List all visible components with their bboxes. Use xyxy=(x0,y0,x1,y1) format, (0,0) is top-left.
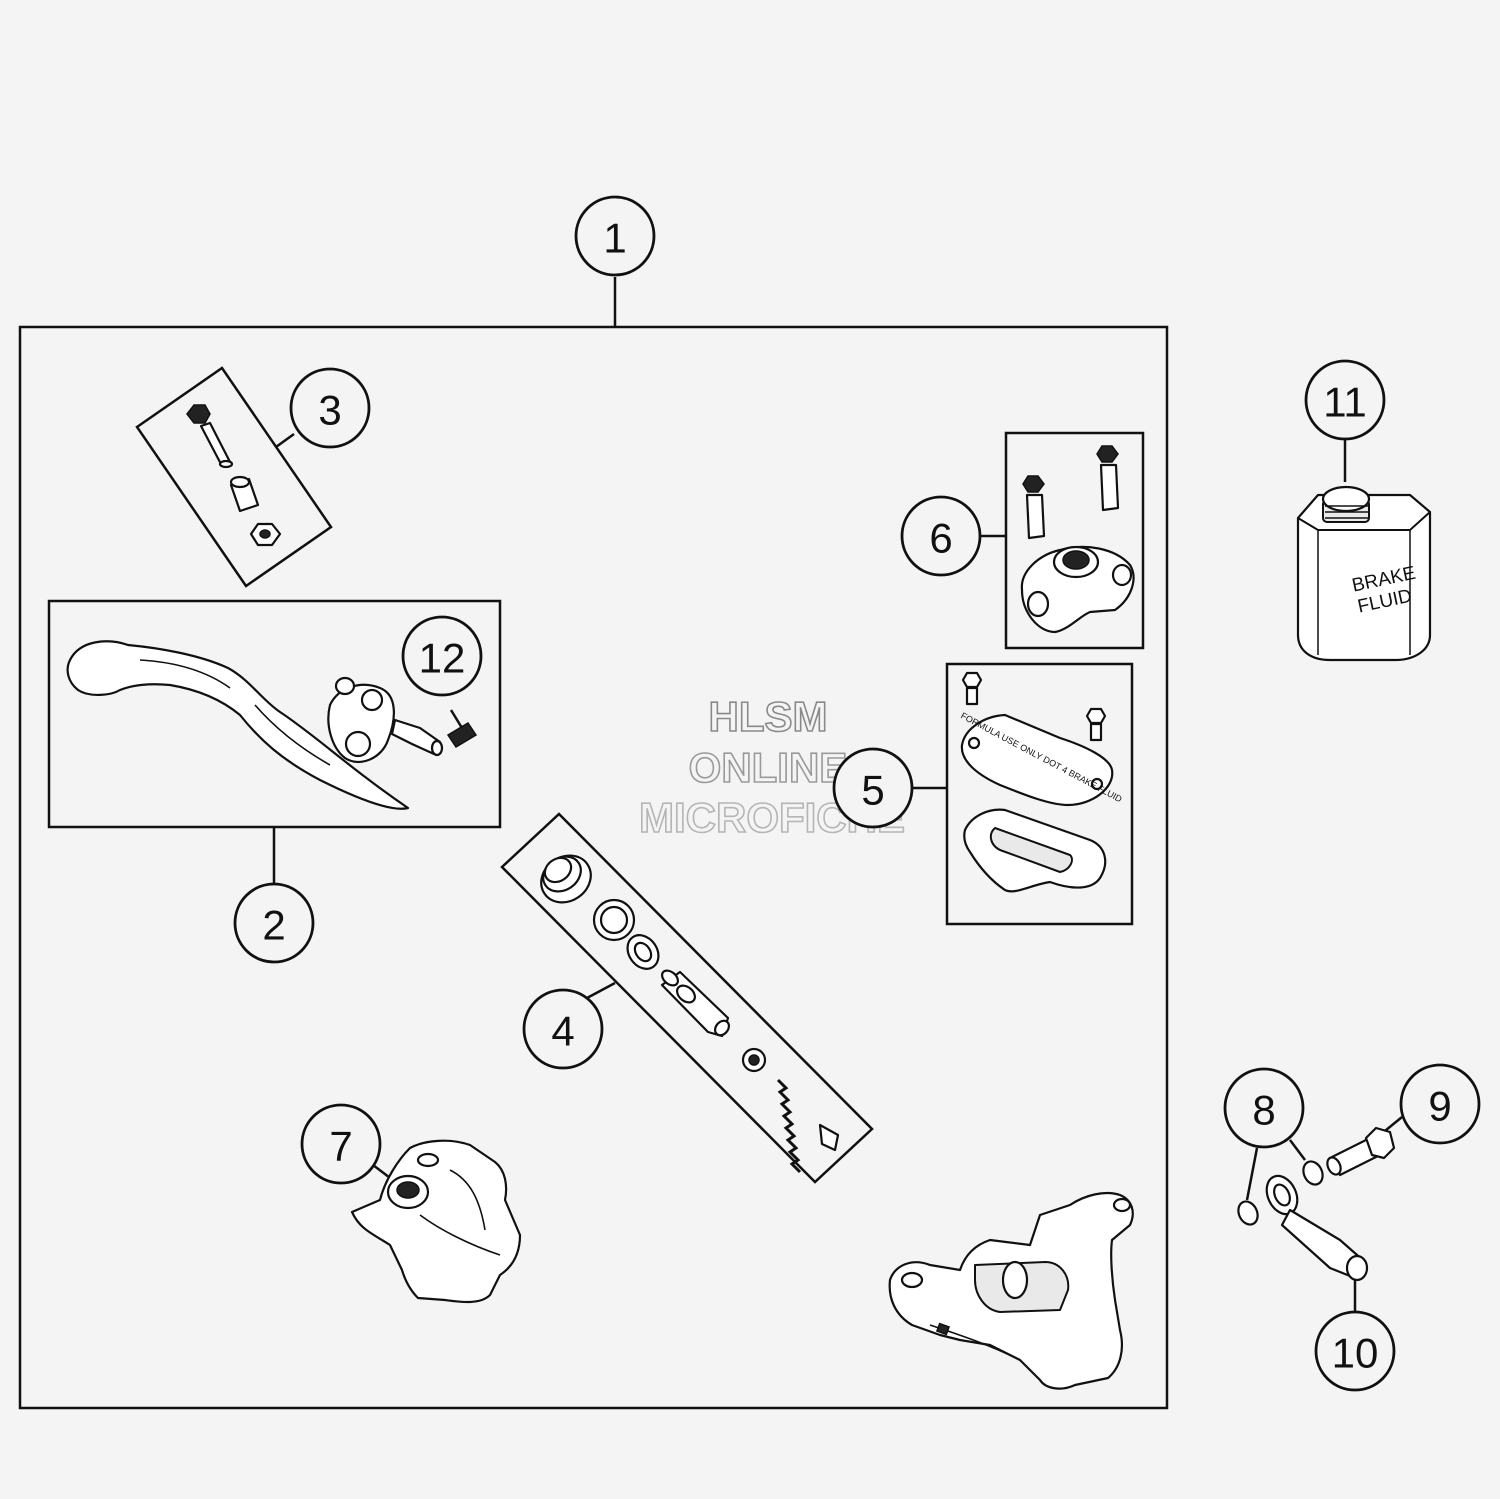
master-cylinder-assembly-frame xyxy=(18,277,1169,1410)
callout-5-label: 5 xyxy=(861,767,884,814)
callout-7-label: 7 xyxy=(329,1123,352,1170)
callout-8[interactable]: 8 xyxy=(1223,1067,1305,1149)
callout-2[interactable]: 2 xyxy=(233,882,315,964)
callout-9[interactable]: 9 xyxy=(1399,1063,1481,1145)
callout-9-label: 9 xyxy=(1428,1083,1451,1130)
reservoir-cap-kit: FORMULA USE ONLY DOT 4 BRAKE FLUID xyxy=(912,662,1134,926)
lever-pivot-bolt-kit xyxy=(135,366,333,588)
brake-lever-kit xyxy=(47,599,502,884)
callout-10-label: 10 xyxy=(1332,1330,1379,1377)
handlebar-clamp-kit xyxy=(980,431,1145,650)
banjo-fitting-set xyxy=(1237,1116,1403,1312)
callout-5[interactable]: 5 xyxy=(832,747,914,829)
callout-1[interactable]: 1 xyxy=(574,195,656,277)
callout-2-label: 2 xyxy=(262,902,285,949)
callout-8-label: 8 xyxy=(1252,1087,1275,1134)
callout-4-label: 4 xyxy=(551,1008,574,1055)
callout-7[interactable]: 7 xyxy=(300,1103,382,1185)
callout-6[interactable]: 6 xyxy=(900,495,982,577)
brake-fluid-can: BRAKE FLUID xyxy=(1296,439,1432,662)
callout-12[interactable]: 12 xyxy=(401,615,483,697)
callout-12-label: 12 xyxy=(419,635,466,682)
master-cylinder-body xyxy=(888,1191,1134,1390)
master-cylinder-housing xyxy=(350,1139,522,1304)
master-cylinder-piston-kit xyxy=(500,812,874,1184)
callout-11[interactable]: 11 xyxy=(1304,359,1386,441)
callout-11-label: 11 xyxy=(1323,379,1367,426)
callout-6-label: 6 xyxy=(929,515,952,562)
callout-3[interactable]: 3 xyxy=(289,367,371,449)
watermark-line2: ONLINE xyxy=(689,744,848,791)
callout-4[interactable]: 4 xyxy=(522,988,604,1070)
callout-3-label: 3 xyxy=(318,387,341,434)
callout-10[interactable]: 10 xyxy=(1314,1310,1396,1392)
watermark-line1: HLSM xyxy=(709,693,828,740)
callout-1-label: 1 xyxy=(603,215,626,262)
